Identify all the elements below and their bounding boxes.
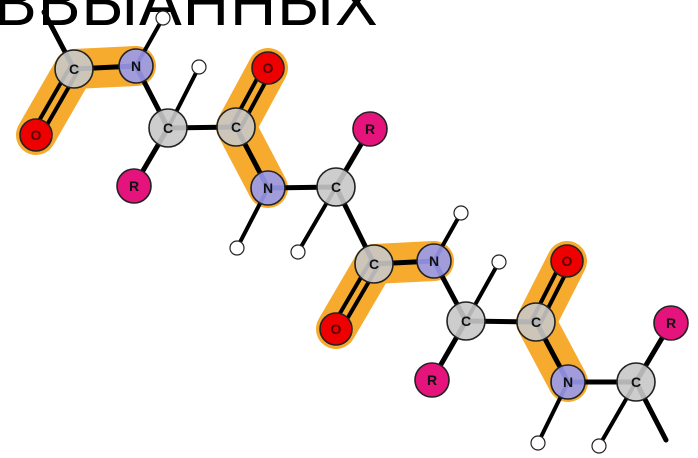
nitrogen-atom-n4: N [550, 364, 586, 400]
atom-label: O [562, 253, 573, 269]
r-group-sphere [653, 305, 689, 341]
atom-label: R [129, 178, 139, 194]
oxygen-sphere [19, 118, 53, 152]
hydrogen-sphere [491, 254, 507, 270]
carbon-atom-c3: C [354, 244, 394, 284]
hydrogen-sphere [530, 435, 546, 451]
hydrogen-sphere [191, 59, 207, 75]
oxygen-atom-o2: O [251, 51, 285, 85]
carbon-sphere [354, 244, 394, 284]
carbon-atom-ca2: C [316, 167, 356, 207]
nitrogen-sphere [250, 170, 286, 206]
r-group-sphere [352, 111, 388, 147]
r-group-atom-r4: R [653, 305, 689, 341]
atom-label: O [31, 127, 42, 143]
atom-label: N [131, 58, 141, 74]
atom-label: C [331, 179, 341, 195]
carbon-atom-c1: C [54, 49, 94, 89]
nitrogen-atom-n3: N [416, 243, 452, 279]
nitrogen-sphere [118, 48, 154, 84]
atom-label: C [163, 120, 173, 136]
oxygen-sphere [319, 312, 353, 346]
hydrogen-atom-h4 [290, 244, 306, 260]
r-group-atom-r3: R [414, 362, 450, 398]
atoms: C N O C R C O N C R C O N C R C O N C R [19, 10, 689, 454]
atom-label: C [531, 314, 541, 330]
carbon-atom-c4: C [516, 302, 556, 342]
hydrogen-sphere [290, 244, 306, 260]
carbon-sphere [148, 108, 188, 148]
nitrogen-sphere [416, 243, 452, 279]
atom-label: N [563, 374, 573, 390]
hydrogen-atom-h3 [229, 240, 245, 256]
hydrogen-atom-h5 [453, 205, 469, 221]
hydrogen-sphere [155, 10, 171, 26]
carbon-atom-ca1: C [148, 108, 188, 148]
oxygen-sphere [251, 51, 285, 85]
nitrogen-atom-n1: N [118, 48, 154, 84]
carbon-sphere [446, 301, 486, 341]
r-group-atom-r2: R [352, 111, 388, 147]
carbon-atom-ca3: C [446, 301, 486, 341]
hydrogen-atom-h2 [191, 59, 207, 75]
oxygen-atom-o1: O [19, 118, 53, 152]
atom-label: C [461, 313, 471, 329]
atom-label: R [666, 315, 676, 331]
carbon-atom-ca4: C [616, 362, 656, 402]
r-group-atom-r1: R [116, 168, 152, 204]
atom-label: C [231, 119, 241, 135]
atom-label: N [429, 253, 439, 269]
oxygen-sphere [550, 244, 584, 278]
hydrogen-atom-h7 [530, 435, 546, 451]
oxygen-atom-o3: O [319, 312, 353, 346]
carbon-sphere [54, 49, 94, 89]
atom-label: N [263, 180, 273, 196]
oxygen-atom-o4: O [550, 244, 584, 278]
nitrogen-sphere [550, 364, 586, 400]
page-title: ВВЫАННЫХ [0, 0, 379, 39]
carbon-sphere [616, 362, 656, 402]
atom-label: R [365, 121, 375, 137]
hydrogen-atom-h6 [491, 254, 507, 270]
atom-label: C [631, 374, 641, 390]
hydrogen-atom-h1 [155, 10, 171, 26]
carbon-sphere [216, 107, 256, 147]
hydrogen-sphere [453, 205, 469, 221]
atom-label: O [331, 321, 342, 337]
carbon-atom-c2: C [216, 107, 256, 147]
nitrogen-atom-n2: N [250, 170, 286, 206]
atom-label: O [263, 60, 274, 76]
atom-label: C [69, 61, 79, 77]
carbon-sphere [316, 167, 356, 207]
hydrogen-atom-h8 [591, 438, 607, 454]
carbon-sphere [516, 302, 556, 342]
atom-label: C [369, 256, 379, 272]
r-group-sphere [414, 362, 450, 398]
peptide-bond-highlights [16, 46, 588, 402]
r-group-sphere [116, 168, 152, 204]
atom-label: R [427, 372, 437, 388]
hydrogen-sphere [229, 240, 245, 256]
hydrogen-sphere [591, 438, 607, 454]
